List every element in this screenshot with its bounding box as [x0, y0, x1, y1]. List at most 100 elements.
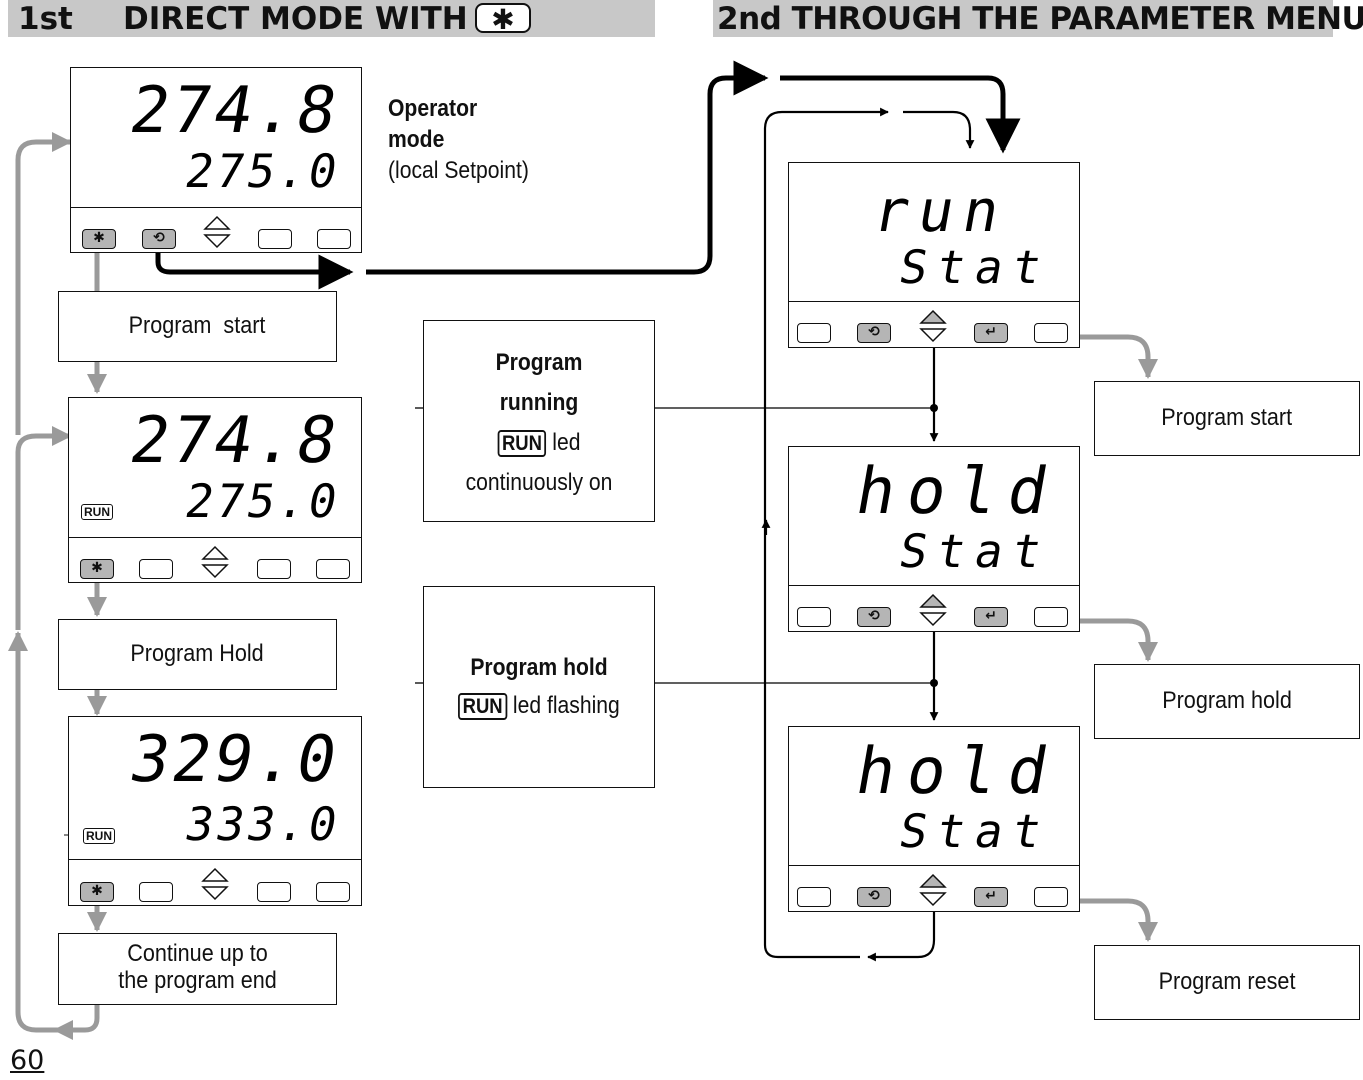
function-key[interactable]	[1034, 607, 1068, 627]
asterisk-key[interactable]: ✱	[82, 229, 116, 249]
operator-note-line3: (local Setpoint)	[388, 157, 529, 184]
keypad-divider	[69, 537, 361, 538]
operator-mode-note: Operator mode (local Setpoint)	[388, 93, 548, 186]
asterisk-key-icon: ✱	[475, 3, 531, 35]
hold-line1: Program hold	[470, 654, 608, 681]
running-line4: continuously on	[465, 469, 613, 496]
up-down-arrow-icon[interactable]	[200, 543, 230, 581]
running-led-word: led	[552, 429, 581, 456]
function-key-2[interactable]	[316, 882, 350, 902]
up-highlighted-arrow-icon[interactable]	[918, 307, 948, 345]
running-line3: RUN led	[438, 423, 640, 463]
junction-dot	[930, 679, 938, 687]
menu-loop-key[interactable]: ⟲	[857, 323, 891, 343]
menu-parameter: Stat	[895, 804, 1056, 858]
enter-menu-path	[155, 252, 354, 290]
status-hold-display: hold Stat ⟲ ↵	[788, 446, 1080, 632]
step-program-hold: Program Hold	[58, 619, 337, 690]
function-key-1[interactable]	[257, 559, 291, 579]
gray-result-arrow	[1010, 618, 1158, 662]
function-key[interactable]	[1034, 323, 1068, 343]
run-led-badge: RUN	[458, 693, 508, 720]
gray-return-loop	[53, 1005, 100, 1040]
step-program-start: Program start	[58, 291, 337, 362]
header-parameter-menu-title: 2nd THROUGH THE PARAMETER MENU	[717, 1, 1363, 37]
menu-loop-key[interactable]: ⟲	[857, 887, 891, 907]
function-key-2[interactable]	[317, 229, 351, 249]
asterisk-key[interactable]	[797, 607, 831, 627]
page-number: 60	[10, 1045, 45, 1076]
keypad-divider	[69, 859, 361, 860]
function-key-1[interactable]	[258, 229, 292, 249]
menu-value: hold	[850, 735, 1066, 809]
menu-value: hold	[850, 455, 1066, 529]
menu-value: run	[868, 177, 1015, 245]
run-led-flashing: RUN	[83, 828, 115, 844]
step-end-line1: Continue up to	[127, 940, 268, 967]
process-value: 274.8	[124, 74, 346, 148]
header-direct-mode-title: DIRECT MODE WITH	[123, 1, 468, 37]
asterisk-key[interactable]: ✱	[80, 882, 114, 902]
up-down-arrow-icon[interactable]	[202, 213, 232, 251]
step-program-start-label: Program start	[129, 312, 266, 339]
run-led-badge: RUN	[497, 430, 547, 457]
hold-line2: RUN led flashing	[438, 687, 640, 725]
setpoint-value: 333.0	[180, 797, 344, 851]
function-key[interactable]	[1034, 887, 1068, 907]
step-end-line2: the program end	[118, 967, 277, 994]
enter-key[interactable]: ↵	[974, 323, 1008, 343]
operator-mode-display: 274.8 275.0 ✱ ⟲	[70, 67, 362, 253]
header-step-number: 1st	[18, 1, 73, 37]
asterisk-key[interactable]	[797, 323, 831, 343]
up-highlighted-arrow-icon[interactable]	[918, 871, 948, 909]
junction-dot	[930, 404, 938, 412]
program-running-note: Program running RUN led continuously on	[423, 320, 655, 522]
enter-menu-path	[780, 75, 1021, 154]
hold-display: 329.0 333.0 RUN ✱	[68, 716, 362, 906]
function-key-2[interactable]	[316, 559, 350, 579]
hold-led-flashing: led flashing	[512, 692, 620, 719]
menu-parameter: Stat	[895, 240, 1056, 294]
menu-loop-key[interactable]: ⟲	[857, 607, 891, 627]
step-continue-to-end: Continue up to the program end	[58, 933, 337, 1005]
program-hold-note: Program hold RUN led flashing	[423, 586, 655, 788]
setpoint-value: 275.0	[180, 144, 344, 198]
scroll-loop	[763, 944, 860, 959]
gray-return-loop	[15, 132, 72, 435]
result-program-reset-label: Program reset	[1158, 968, 1296, 995]
menu-loop-key[interactable]	[139, 559, 173, 579]
header-parameter-menu: 2nd THROUGH THE PARAMETER MENU	[713, 0, 1363, 37]
result-program-hold-label: Program hold	[1162, 687, 1292, 714]
scroll-loop	[867, 912, 936, 962]
process-value: 329.0	[124, 723, 346, 797]
keypad-divider	[71, 207, 361, 208]
scroll-loop	[903, 110, 975, 149]
running-line1: Program	[495, 349, 583, 376]
setpoint-value: 275.0	[180, 474, 344, 528]
gray-result-arrow	[1010, 898, 1158, 942]
operator-note-line1: Operator	[388, 95, 478, 122]
up-highlighted-arrow-icon[interactable]	[918, 591, 948, 629]
up-down-arrow-icon[interactable]	[200, 865, 230, 903]
running-display: 274.8 275.0 RUN ✱	[68, 397, 362, 583]
gray-return-loop	[15, 426, 72, 630]
header-direct-mode: 1st DIRECT MODE WITH ✱	[8, 0, 655, 37]
function-key-1[interactable]	[257, 882, 291, 902]
running-line2: running	[499, 389, 579, 416]
enter-key[interactable]: ↵	[974, 607, 1008, 627]
menu-loop-key[interactable]	[139, 882, 173, 902]
asterisk-key[interactable]: ✱	[80, 559, 114, 579]
keypad-divider	[789, 585, 1079, 586]
gray-return-loop	[15, 1011, 56, 1033]
menu-loop-key[interactable]: ⟲	[142, 229, 176, 249]
enter-key[interactable]: ↵	[974, 887, 1008, 907]
result-program-start-label: Program start	[1161, 404, 1293, 431]
result-program-reset: Program reset	[1094, 945, 1360, 1020]
status-run-display: run Stat ⟲ ↵	[788, 162, 1080, 348]
enter-menu-path	[366, 60, 769, 275]
step-program-hold-label: Program Hold	[130, 640, 265, 667]
asterisk-key[interactable]	[797, 887, 831, 907]
gray-result-arrow	[1010, 334, 1158, 379]
